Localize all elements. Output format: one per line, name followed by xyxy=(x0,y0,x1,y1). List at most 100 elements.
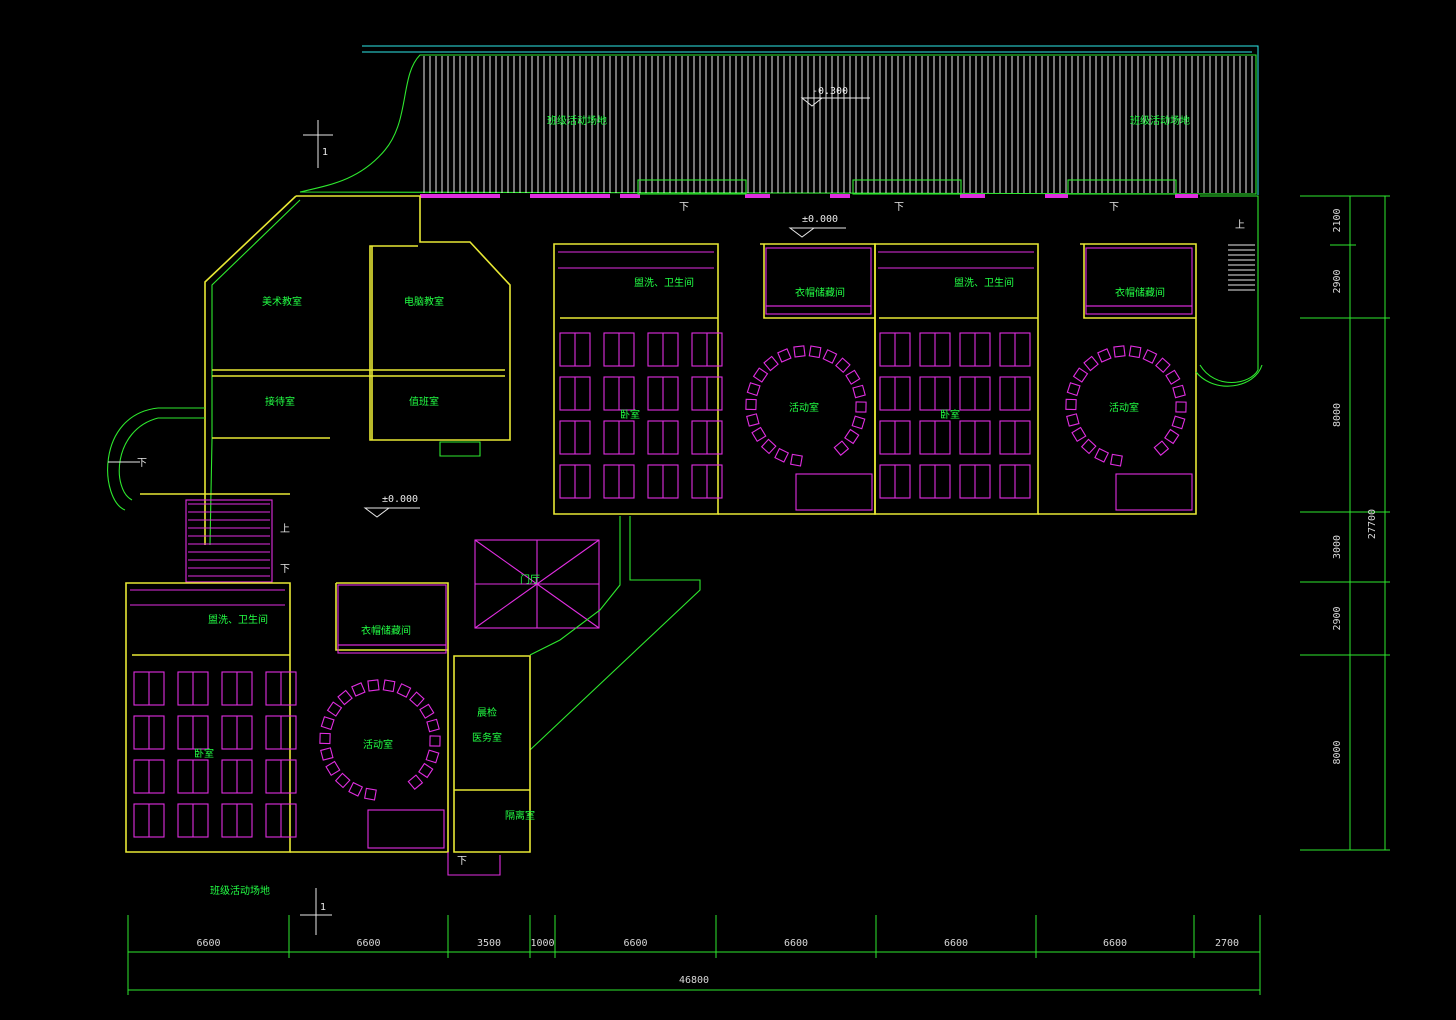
dimension-right-label: 2900 xyxy=(1332,606,1343,630)
chair xyxy=(418,762,434,779)
chair xyxy=(746,382,761,397)
chair xyxy=(760,438,777,455)
section-mark-bottom: 1 xyxy=(300,888,332,935)
room-wash-3: 盥洗、卫生间 xyxy=(954,276,1014,289)
room-bed-2: 卧室 xyxy=(620,408,640,421)
dimension-bottom-label: 3500 xyxy=(477,938,501,949)
room-act-3: 活动室 xyxy=(1109,401,1139,414)
stair-down-2: 下 xyxy=(894,202,904,213)
room-isolation: 隔离室 xyxy=(505,809,535,822)
main-stair: 上 下 xyxy=(140,493,290,583)
right-stair: 上 xyxy=(1195,195,1263,387)
dimension-bottom-total: 46800 xyxy=(679,975,709,986)
chair xyxy=(751,426,767,442)
chair xyxy=(774,447,790,463)
chair xyxy=(326,701,343,717)
chair xyxy=(367,679,380,692)
chair xyxy=(855,401,867,413)
section-mark-top: 1 xyxy=(303,120,333,168)
dimension-bottom-label: 6600 xyxy=(1103,938,1127,949)
left-upper-wing: 美术教室 电脑教室 接待室 值班室 xyxy=(204,195,511,546)
chair xyxy=(790,453,803,467)
section-mark-top-label: 1 xyxy=(322,147,328,158)
stair-down-3: 下 xyxy=(1109,202,1119,213)
room-clinic-b: 医务室 xyxy=(472,731,502,744)
chair xyxy=(351,682,366,697)
chair xyxy=(319,732,331,745)
stair-down-1: 下 xyxy=(679,202,689,213)
room-bed-3: 卧室 xyxy=(940,408,960,421)
dimension-bottom-label: 6600 xyxy=(356,938,380,949)
chair xyxy=(1153,440,1170,456)
left-round-stair: 下 xyxy=(107,407,205,511)
chair xyxy=(845,369,861,385)
room-computer: 电脑教室 xyxy=(404,295,444,308)
chair xyxy=(407,774,424,790)
room-reception: 接待室 xyxy=(265,395,295,408)
chair xyxy=(1071,426,1087,442)
chair xyxy=(1080,438,1097,455)
chair xyxy=(844,428,860,445)
dimension-right-label: 2900 xyxy=(1332,269,1343,293)
chair xyxy=(320,747,334,761)
stair-up-main: 上 xyxy=(280,523,290,535)
room-wash-2: 盥洗、卫生间 xyxy=(634,276,694,289)
chair xyxy=(348,781,364,797)
chair xyxy=(777,348,792,363)
right-level: ±0.000 下 下 下 xyxy=(679,202,1119,238)
room-act-2: 活动室 xyxy=(789,401,819,414)
dimension-bottom-label: 1000 xyxy=(530,938,554,949)
outdoor-label-top-right: 班级活动场地 xyxy=(1130,114,1190,127)
stair-down-left: 下 xyxy=(137,458,147,469)
chair xyxy=(833,440,850,456)
class-unit-2: 盥洗、卫生间 衣帽储藏间 卧室 活动室 xyxy=(553,243,876,515)
chair xyxy=(1142,349,1158,364)
chair xyxy=(835,357,851,374)
chair xyxy=(1172,384,1186,399)
chair xyxy=(822,349,838,364)
stair-up-right: 上 xyxy=(1235,219,1245,231)
room-bed-1: 卧室 xyxy=(194,747,214,760)
chair xyxy=(1065,398,1077,411)
outdoor-play-area-top: 班级活动场地 班级活动场地 -0.300 xyxy=(299,45,1259,198)
room-infirmary: 值班室 xyxy=(409,395,439,408)
dimension-bottom-label: 6600 xyxy=(784,938,808,949)
chair xyxy=(1175,401,1187,413)
chair xyxy=(1072,367,1089,383)
dimension-bottom-label: 2700 xyxy=(1215,938,1239,949)
chair xyxy=(793,345,806,358)
level-outdoor: -0.300 xyxy=(812,86,848,97)
chair xyxy=(1097,348,1112,363)
chair xyxy=(808,345,822,359)
level-indoor-left: ±0.000 xyxy=(382,494,418,505)
dimension-bottom-label: 6600 xyxy=(944,938,968,949)
chair xyxy=(1165,369,1181,385)
room-art: 美术教室 xyxy=(262,295,302,308)
dimension-bottom-label: 6600 xyxy=(196,938,220,949)
chair xyxy=(752,367,769,383)
chair xyxy=(746,413,760,427)
room-cloak-2: 衣帽储藏间 xyxy=(795,286,845,299)
chair xyxy=(1066,413,1080,427)
chair xyxy=(1066,382,1081,397)
chair xyxy=(851,415,866,430)
dimension-right-label: 8000 xyxy=(1332,740,1343,764)
chair xyxy=(1128,345,1142,359)
chair xyxy=(364,787,377,801)
chair xyxy=(409,691,425,708)
chair xyxy=(425,749,440,764)
chair xyxy=(382,679,396,693)
chair xyxy=(320,716,335,731)
dimension-right-label: 8000 xyxy=(1332,403,1343,427)
chair xyxy=(1083,355,1099,372)
level-indoor-right: ±0.000 xyxy=(802,214,838,225)
chair xyxy=(745,398,757,411)
chair xyxy=(325,760,341,776)
lobby-level: ±0.000 xyxy=(363,494,420,518)
chair xyxy=(426,718,440,733)
chair xyxy=(852,384,866,399)
outdoor-label-bottom: 班级活动场地 xyxy=(210,884,270,897)
